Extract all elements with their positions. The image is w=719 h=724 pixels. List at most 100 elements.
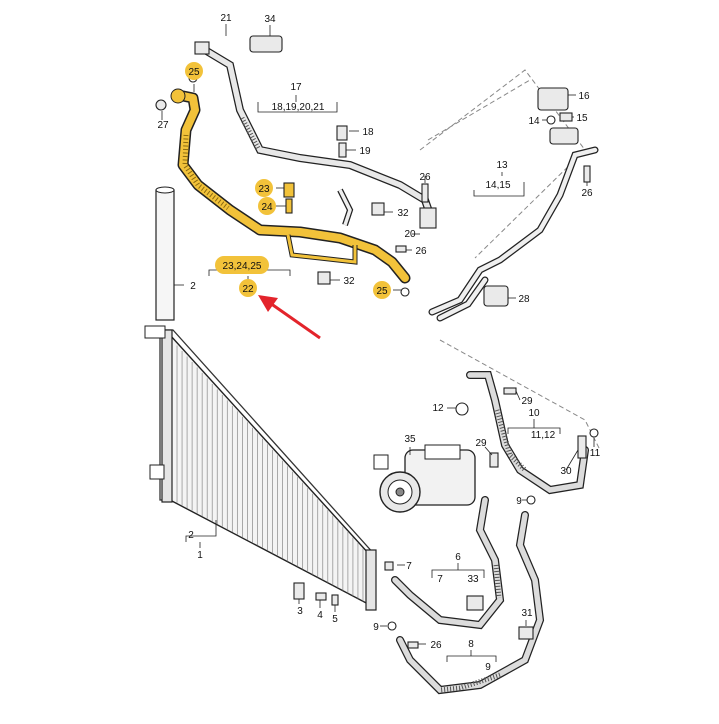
highlight-badges (185, 62, 391, 299)
condenser-side-tank-left (161, 329, 173, 503)
label-25b: 25 (376, 286, 388, 297)
label-2a: 2 (190, 281, 196, 292)
label-31: 31 (521, 608, 533, 619)
label-30: 30 (560, 466, 572, 477)
dashed-frame-tube-13 (427, 79, 531, 141)
bolt-5 (331, 594, 339, 606)
bolt-7a (384, 561, 394, 571)
label-32b: 32 (343, 276, 355, 287)
label-25a: 25 (188, 67, 200, 78)
bracket-32a (371, 202, 385, 216)
valve-30 (577, 435, 587, 459)
label-17: 17 (290, 82, 302, 93)
label-2b: 2 (188, 530, 194, 541)
label-23-24-25: 23,24,25 (223, 261, 262, 272)
suction-hose-17 (201, 46, 436, 226)
condenser-bracket-top (144, 325, 166, 339)
bolt-26c (583, 165, 591, 183)
tube-13 (428, 146, 599, 322)
oring-12 (455, 402, 469, 416)
label-26a: 26 (419, 172, 431, 183)
label-1: 1 (197, 550, 203, 561)
receiver-drier-part-2 (155, 186, 175, 321)
oring-14 (546, 115, 556, 125)
label-27: 27 (157, 120, 169, 131)
label-13: 13 (496, 160, 508, 171)
seal-15 (559, 112, 573, 122)
bolt-26a (421, 183, 429, 203)
label-35: 35 (404, 434, 416, 445)
label-9a: 9 (516, 496, 522, 507)
bracket-32b (317, 271, 331, 285)
bolt-26d (407, 641, 419, 649)
bolt-29a (503, 387, 517, 395)
condenser-fins (171, 340, 369, 604)
clip-33 (466, 595, 484, 611)
label-26b: 26 (415, 246, 427, 257)
oring-9b (387, 621, 397, 631)
label-29b: 29 (475, 438, 487, 449)
condenser-bracket-mid (149, 464, 165, 480)
label-22: 22 (242, 284, 254, 295)
compressor-hose-10 (466, 371, 589, 495)
condenser-front-frame (169, 333, 371, 607)
label-4: 4 (317, 610, 323, 621)
callout-labels: 21 34 25 27 17 18,19,20,21 18 19 23 24 2… (157, 13, 600, 673)
drier-cap (155, 186, 175, 194)
label-32a: 32 (397, 208, 409, 219)
label-9b: 9 (373, 622, 379, 633)
badge-25a (185, 62, 203, 80)
drier-cylinder (155, 189, 175, 321)
label-17-sub: 18,19,20,21 (272, 102, 325, 113)
label-29a: 29 (521, 396, 533, 407)
cap-23 (283, 182, 295, 198)
badge-232425 (215, 256, 269, 274)
pressure-line-22-highlighted (170, 88, 411, 284)
label-34: 34 (264, 14, 276, 25)
valve-18 (336, 125, 348, 141)
valve-24 (285, 198, 293, 214)
sensor-3 (293, 582, 305, 600)
badge-23 (255, 179, 273, 197)
label-26c: 26 (581, 188, 593, 199)
block-16 (537, 87, 569, 111)
block-tube13-end (549, 127, 579, 145)
label-13-sub: 14,15 (485, 180, 510, 191)
small-parts (155, 35, 599, 649)
highlight-line-fill (174, 91, 409, 282)
label-18: 18 (362, 127, 374, 138)
label-26d: 26 (430, 640, 442, 651)
block-34 (249, 35, 283, 53)
compressor-hose-6 (391, 496, 505, 630)
condenser-bracket-right (373, 454, 389, 470)
bolt-29b (489, 452, 499, 468)
badge-25b (373, 281, 391, 299)
suction-hose-inner (202, 47, 435, 223)
label-9c: 9 (485, 662, 491, 673)
label-28: 28 (518, 294, 530, 305)
fitting-21 (194, 41, 210, 55)
label-5: 5 (332, 614, 338, 625)
badge-24 (258, 197, 276, 215)
label-19: 19 (359, 146, 371, 157)
compressor-part-35 (379, 444, 476, 513)
label-16: 16 (578, 91, 590, 102)
oring-25b (400, 287, 410, 297)
oring-11 (589, 428, 599, 438)
label-15: 15 (576, 113, 588, 124)
suction-hose-outer (201, 46, 436, 224)
label-23: 23 (258, 184, 270, 195)
label-14: 14 (528, 116, 540, 127)
label-7a: 7 (406, 561, 412, 572)
switch-20 (419, 207, 437, 229)
condenser-side-tank-right (365, 549, 377, 611)
red-pointer-arrow (258, 295, 321, 340)
label-10: 10 (528, 408, 540, 419)
dashed-callout-frames (419, 69, 601, 451)
bolt-26b (395, 245, 407, 253)
compressor-hose-8 (396, 511, 545, 695)
label-6: 6 (455, 552, 461, 563)
highlight-fitting-top (170, 88, 186, 104)
